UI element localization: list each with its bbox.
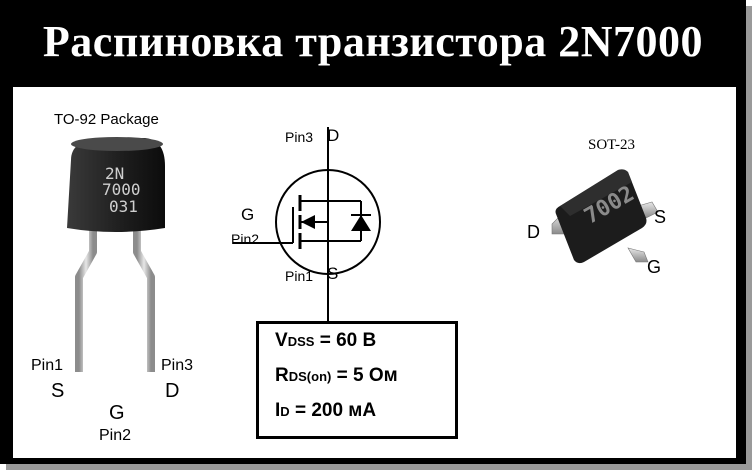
to92-pin2-label: Pin2 [99,427,132,444]
symbol-drain-letter: D [327,126,340,145]
sot23-pin-g: G [647,257,662,277]
spec-id-subscript: D [280,404,290,419]
to92-pin1-label: Pin1 [31,357,64,374]
symbol-source-pin-label: Pin1 [285,268,314,284]
to92-pin3-letter: D [165,380,180,402]
symbol-source-letter: S [327,264,339,283]
spec-box: VDSS = 60 В RDS(on) = 5 Ом ID = 200 мА [256,321,458,439]
sot23-transistor-illustration [551,169,659,264]
symbol-gate-letter: G [241,205,255,224]
to92-marking-line-3: 031 [109,197,138,216]
sot23-pin-d: D [527,222,540,242]
to92-pin1-letter: S [51,380,65,402]
spec-rds-subscript: DS(on) [288,369,332,384]
to92-transistor-illustration [67,137,165,382]
spec-vdss-symbol: V [275,330,288,351]
sot23-pin-s: S [654,207,667,227]
spec-vdss-subscript: DSS [287,334,315,349]
spec-id-value: = 200 мА [289,400,377,421]
frame: Распиновка транзистора 2N7000 TO-92 Pack… [0,0,746,464]
to92-lead-3 [133,230,155,372]
mosfet-symbol [233,127,381,327]
sot23-body [555,169,647,264]
spec-rds: RDS(on) = 5 Ом [275,365,398,387]
symbol-gate-pin-label: Pin2 [231,231,260,247]
sot23-package-label: SOT-23 [588,137,635,153]
spec-id: ID = 200 мА [275,400,376,422]
spec-vdss: VDSS = 60 В [275,330,376,352]
diagram-panel: TO-92 Package 2N [13,87,736,458]
to92-package-label: TO-92 Package [54,111,159,128]
spec-id-symbol: I [275,400,281,421]
to92-body [67,138,165,232]
spec-rds-value: = 5 Ом [331,365,398,386]
to92-marking-line-2: 7000 [102,180,141,199]
page-title: Распиновка транзистора 2N7000 [42,17,704,66]
symbol-drain-pin-label: Pin3 [285,129,314,145]
spec-vdss-value: = 60 В [314,330,377,351]
to92-marking-line-1: 2N [105,164,125,183]
spec-rds-symbol: R [275,365,289,386]
to92-pin2-letter: G [109,402,125,424]
to92-pin3-label: Pin3 [161,357,194,374]
to92-lead-1 [75,230,97,372]
